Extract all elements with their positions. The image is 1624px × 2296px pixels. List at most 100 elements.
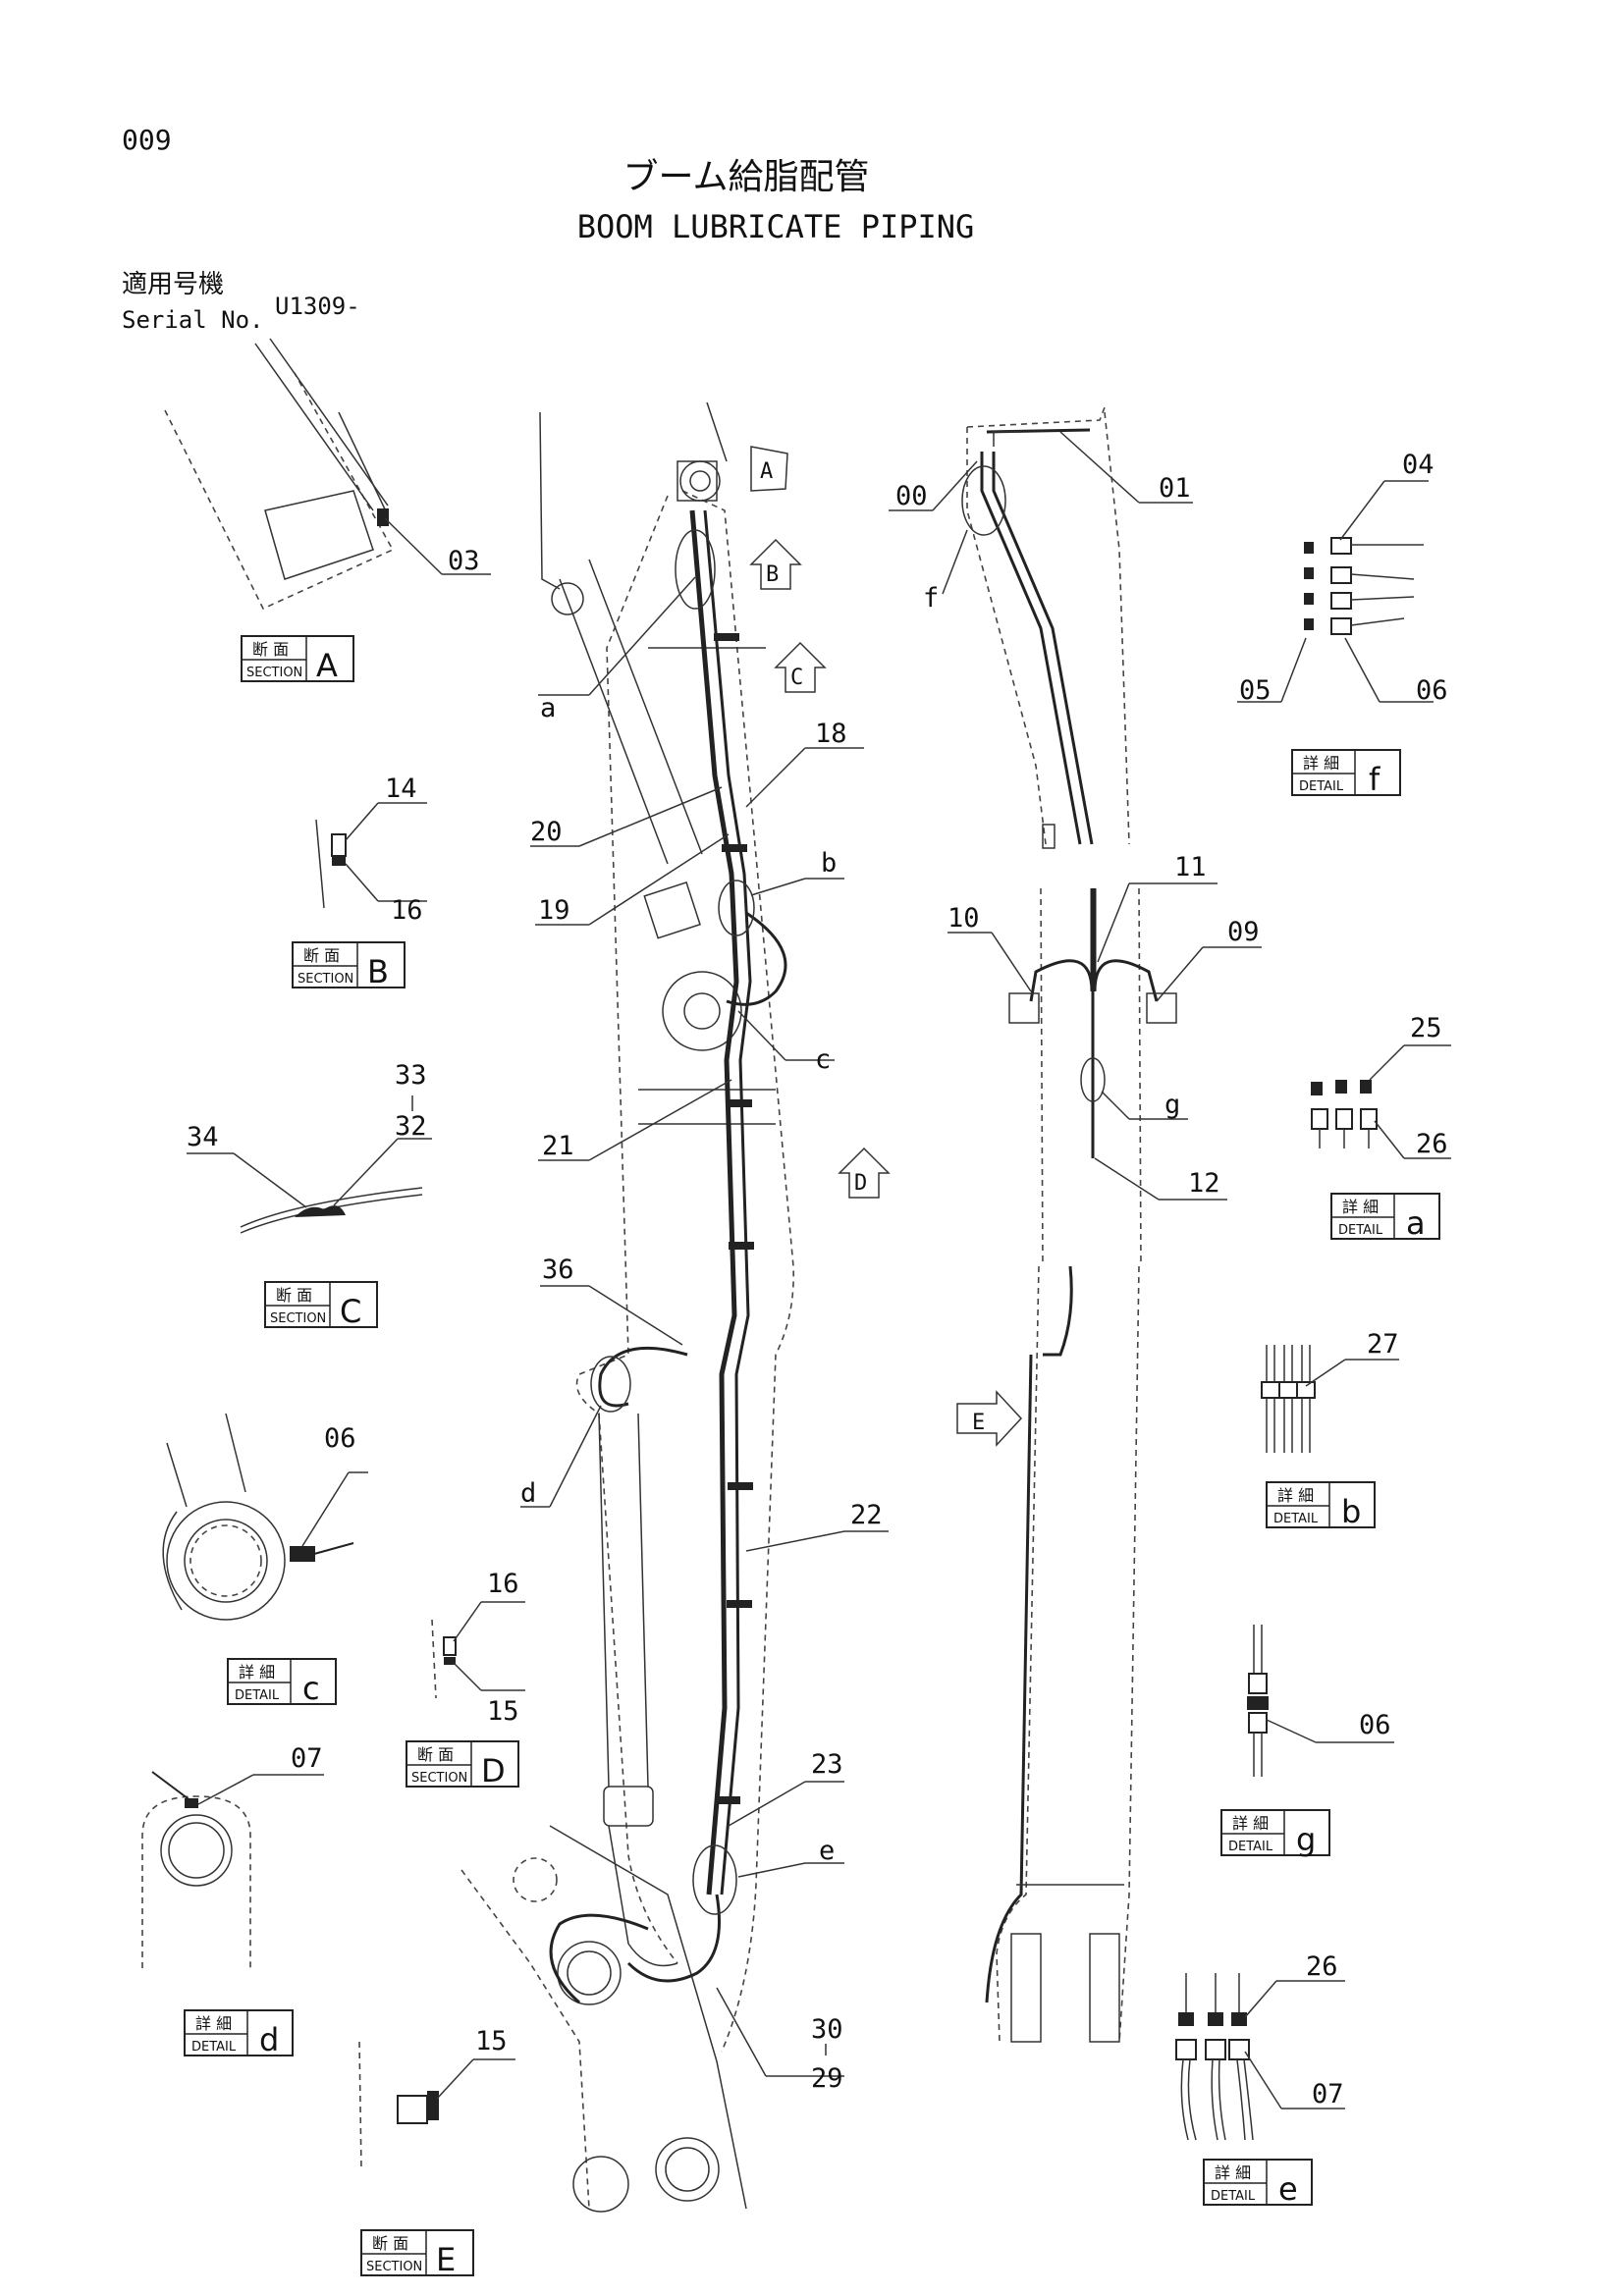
section-tag-a: 断 面 SECTION A	[241, 635, 354, 684]
svg-text:b: b	[1341, 1493, 1361, 1530]
svg-text:DETAIL: DETAIL	[1273, 1512, 1319, 1526]
svg-text:A: A	[760, 459, 773, 484]
part-label-07-e: 07	[1312, 2079, 1344, 2109]
section-a-view	[164, 338, 491, 611]
detail-f-marker-ellipse	[961, 465, 1006, 536]
part-label-23: 23	[811, 1749, 843, 1780]
detail-e-marker-ellipse	[692, 1844, 737, 1915]
part-label-29: 29	[811, 2063, 843, 2094]
part-label-11: 11	[1174, 852, 1207, 882]
svg-text:DETAIL: DETAIL	[1211, 2189, 1256, 2204]
svg-text:詳 細: 詳 細	[1277, 1486, 1314, 1505]
title-japanese: ブーム給脂配管	[623, 157, 870, 197]
svg-text:g: g	[1296, 1821, 1316, 1858]
part-label-07-d: 07	[291, 1743, 323, 1774]
serial-label-japanese: 適用号機	[122, 270, 224, 299]
detail-marker-c: c	[815, 1044, 831, 1075]
part-label-22: 22	[850, 1500, 883, 1530]
part-label-06-f: 06	[1416, 675, 1448, 706]
detail-d-view	[141, 1771, 324, 1968]
svg-text:D: D	[854, 1171, 867, 1196]
part-label-16-d: 16	[487, 1569, 519, 1599]
detail-d-marker-ellipse	[590, 1356, 631, 1413]
part-label-12: 12	[1188, 1168, 1220, 1199]
serial-label-english: Serial No.	[122, 306, 264, 334]
part-label-21: 21	[542, 1131, 574, 1161]
part-label-16-b: 16	[391, 895, 423, 926]
part-label-34: 34	[187, 1122, 219, 1152]
part-label-03: 03	[448, 546, 480, 576]
view-arrow-e: E	[956, 1390, 1023, 1447]
detail-tag-a: 詳 細 DETAIL a	[1330, 1193, 1440, 1242]
part-label-15-d: 15	[487, 1696, 519, 1727]
svg-text:B: B	[367, 953, 389, 990]
part-label-20: 20	[530, 817, 563, 847]
detail-marker-e: e	[819, 1836, 835, 1866]
detail-c-view	[162, 1413, 368, 1621]
detail-marker-g: g	[1164, 1090, 1180, 1120]
svg-text:c: c	[302, 1670, 320, 1707]
detail-marker-a: a	[540, 693, 556, 723]
part-label-32: 32	[395, 1111, 427, 1142]
detail-g-marker-ellipse	[1080, 1057, 1106, 1102]
section-b-view	[315, 802, 427, 909]
boom-lower-view	[985, 1265, 1140, 2043]
svg-text:C: C	[340, 1293, 361, 1330]
part-label-15-e: 15	[475, 2026, 508, 2056]
section-d-view	[431, 1601, 525, 1699]
title-english: BOOM LUBRICATE PIPING	[577, 208, 975, 245]
part-label-04: 04	[1402, 450, 1435, 480]
svg-text:SECTION: SECTION	[270, 1311, 326, 1326]
detail-tag-d: 詳 細 DETAIL d	[184, 2009, 294, 2058]
detail-a-marker-ellipse	[675, 529, 716, 610]
part-label-14: 14	[385, 774, 417, 804]
part-label-27: 27	[1367, 1329, 1399, 1360]
detail-marker-f: f	[923, 583, 939, 614]
detail-b-view	[1261, 1345, 1316, 1453]
svg-text:DETAIL: DETAIL	[1299, 779, 1344, 794]
svg-text:SECTION: SECTION	[246, 666, 302, 680]
part-label-26-e: 26	[1306, 1951, 1338, 1982]
svg-text:B: B	[766, 562, 779, 587]
detail-tag-f: 詳 細 DETAIL f	[1291, 749, 1401, 798]
detail-tag-e: 詳 細 DETAIL e	[1203, 2159, 1313, 2208]
part-label-33: 33	[395, 1060, 427, 1091]
svg-text:C: C	[790, 666, 803, 690]
svg-text:E: E	[436, 2241, 456, 2278]
svg-text:a: a	[1406, 1204, 1426, 1242]
detail-g-view	[1247, 1625, 1269, 1777]
part-label-01: 01	[1159, 473, 1191, 504]
section-tag-c: 断 面 SECTION C	[264, 1281, 378, 1330]
svg-text:断 面: 断 面	[372, 2234, 408, 2253]
serial-value: U1309-	[275, 293, 360, 320]
svg-text:断 面: 断 面	[303, 946, 340, 965]
svg-text:d: d	[259, 2021, 279, 2058]
section-tag-e: 断 面 SECTION E	[360, 2229, 474, 2278]
svg-text:DETAIL: DETAIL	[1338, 1223, 1383, 1238]
svg-text:SECTION: SECTION	[298, 972, 353, 987]
svg-text:断 面: 断 面	[276, 1286, 312, 1305]
detail-tag-b: 詳 細 DETAIL b	[1266, 1481, 1376, 1530]
boom-side-view	[460, 401, 794, 2213]
svg-text:SECTION: SECTION	[366, 2260, 422, 2274]
svg-text:詳 細: 詳 細	[1232, 1814, 1269, 1833]
detail-marker-d: d	[520, 1478, 536, 1509]
view-arrow-b: B	[749, 538, 802, 590]
part-label-00: 00	[895, 481, 928, 511]
section-c-view	[187, 1095, 432, 1234]
svg-text:詳 細: 詳 細	[195, 2014, 232, 2033]
part-label-36: 36	[542, 1255, 574, 1285]
svg-text:詳 細: 詳 細	[239, 1663, 275, 1682]
part-label-06-g: 06	[1359, 1710, 1391, 1740]
view-arrow-d: D	[838, 1147, 891, 1199]
part-label-19: 19	[538, 895, 570, 926]
page-number: 009	[122, 124, 172, 156]
part-label-26-a: 26	[1416, 1129, 1448, 1159]
svg-text:DETAIL: DETAIL	[191, 2040, 237, 2055]
part-label-18: 18	[815, 719, 847, 749]
view-arrow-a: A	[750, 446, 788, 492]
section-e-view	[358, 2041, 515, 2170]
part-label-06-c: 06	[324, 1423, 356, 1454]
svg-text:詳 細: 詳 細	[1215, 2163, 1251, 2182]
